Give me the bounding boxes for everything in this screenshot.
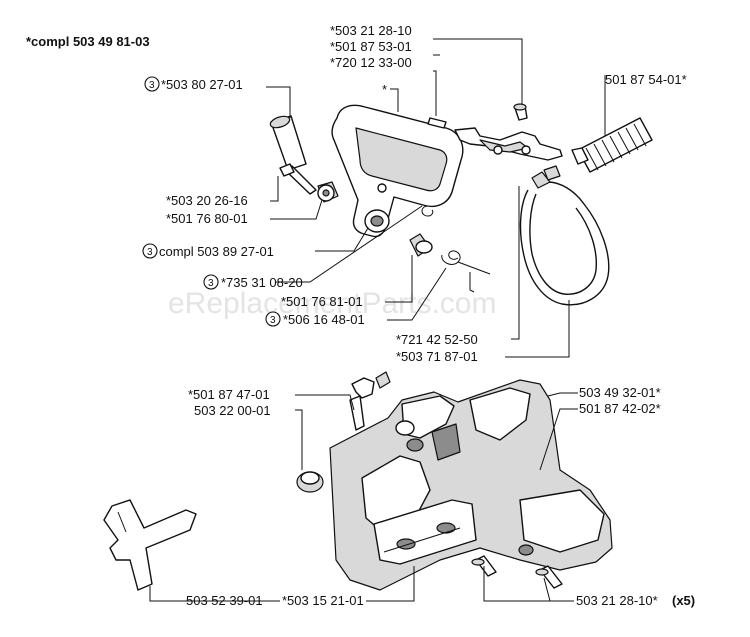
combination-tool-part [103, 499, 197, 591]
circled-marker-4: 3 [265, 311, 281, 327]
circled-marker-3: 3 [203, 274, 219, 290]
coil-spring-part [571, 117, 653, 173]
brake-lever-part [454, 103, 563, 161]
bracket-clip-part [349, 371, 391, 431]
label-handle-star: * [382, 82, 387, 97]
round-nut-part [296, 471, 324, 493]
clutch-cover-part [329, 379, 613, 591]
label-screw-a: *503 21 28-10 [330, 23, 412, 38]
front-handle-guard-part [331, 104, 464, 238]
label-screw-20: *503 20 26-16 [166, 193, 248, 208]
label-tool-52: 503 52 39-01 [186, 593, 263, 608]
pin-part [427, 117, 447, 129]
circled-marker-2-text: 3 [147, 247, 153, 258]
circled-marker-1-text: 3 [149, 80, 155, 91]
handle-bushing-part [269, 115, 307, 171]
label-handle-bushing: *503 80 27-01 [161, 77, 243, 92]
leader-lines [149, 38, 606, 602]
bottom-screw-right-part [535, 565, 563, 589]
label-band-503: *503 71 87-01 [396, 349, 478, 364]
compl-assembly-label: *compl 503 49 81-03 [26, 34, 150, 49]
label-nut-22: 503 22 00-01 [194, 403, 271, 418]
circled-marker-1: 3 [144, 76, 160, 92]
chain-plate-part [373, 499, 477, 565]
label-compl-handle: compl 503 89 27-01 [159, 244, 274, 259]
label-x5: (x5) [672, 593, 695, 608]
label-nut-80: *501 76 80-01 [166, 211, 248, 226]
label-washer-506: *506 16 48-01 [283, 312, 365, 327]
label-cover-32: 503 49 32-01* [579, 385, 661, 400]
watermark-text: eReplacementParts.com [168, 287, 496, 320]
circled-marker-3-text: 3 [208, 278, 214, 289]
label-cover-42: 501 87 42-02* [579, 401, 661, 416]
label-screw-b: *501 87 53-01 [330, 39, 412, 54]
circled-marker-4-text: 3 [270, 315, 276, 326]
label-pin: *720 12 33-00 [330, 55, 412, 70]
label-spring-right: 501 87 54-01* [605, 72, 687, 87]
label-plate-15: *503 15 21-01 [282, 593, 364, 608]
label-band-721: *721 42 52-50 [396, 332, 478, 347]
torsion-spring-part [441, 250, 491, 293]
brake-band-part [519, 165, 610, 306]
screw-and-nut-part [279, 163, 339, 203]
label-nut-81: *501 76 81-01 [281, 294, 363, 309]
clip-washer-part [421, 205, 434, 217]
circled-marker-2: 3 [142, 243, 158, 259]
cone-nut-part [409, 233, 433, 257]
label-screw-x5: 503 21 28-10* [576, 593, 658, 608]
label-spring-735: *735 31 08-20 [221, 275, 303, 290]
label-clip-47: *501 87 47-01 [188, 387, 270, 402]
